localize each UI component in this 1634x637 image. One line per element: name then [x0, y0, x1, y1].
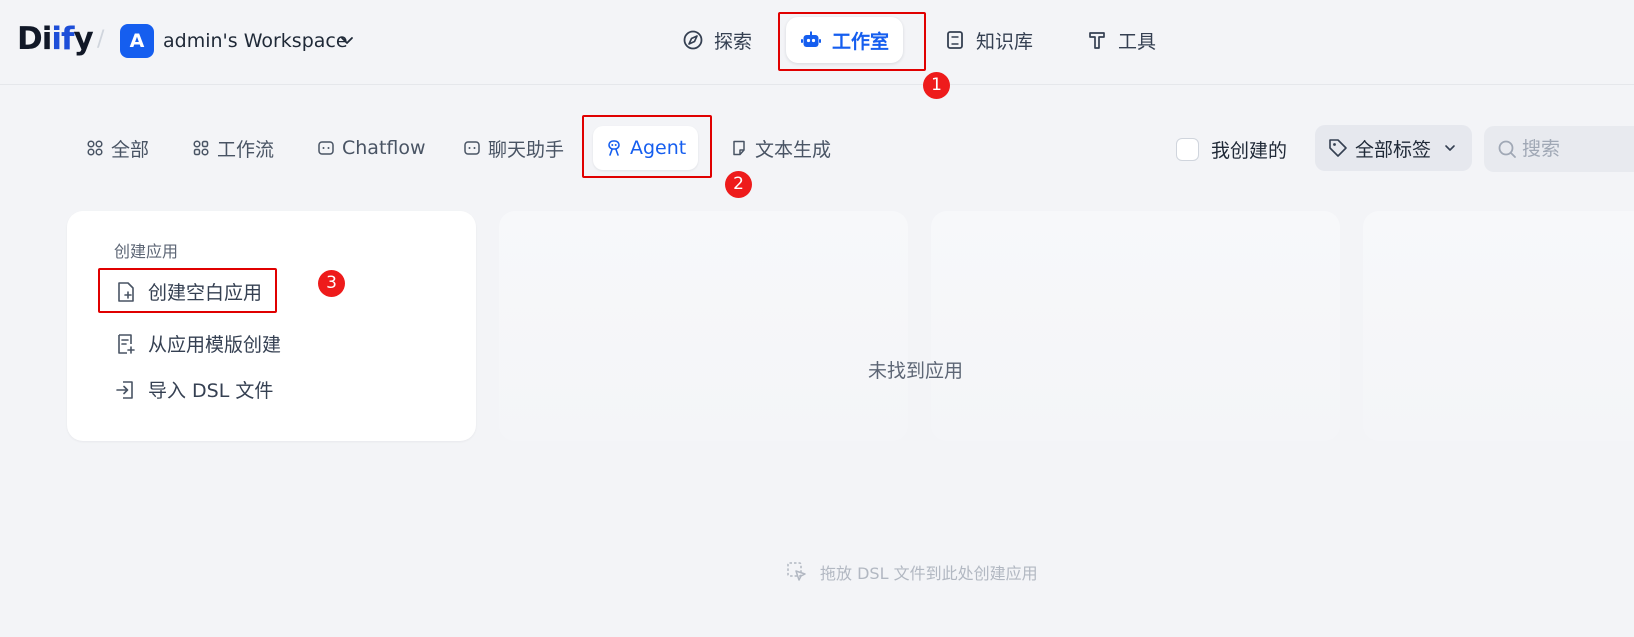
tab-all[interactable]: 全部: [74, 126, 161, 170]
tab-agent[interactable]: Agent: [593, 126, 699, 170]
grid-icon: [87, 140, 103, 156]
nav-tools[interactable]: 工具: [1072, 17, 1170, 63]
workspace-avatar[interactable]: A: [120, 24, 154, 58]
nav-tools-label: 工具: [1118, 30, 1157, 53]
tab-agent-label: Agent: [630, 137, 687, 159]
search-box[interactable]: [1484, 126, 1634, 172]
drag-drop-icon: [787, 562, 806, 581]
create-from-template-button[interactable]: 从应用模版创建: [114, 330, 281, 357]
compass-icon: [683, 30, 703, 50]
tab-chatflow[interactable]: Chatflow: [305, 126, 438, 170]
tab-workflow[interactable]: 工作流: [180, 126, 286, 170]
nav-knowledge-label: 知识库: [976, 30, 1034, 53]
created-by-me-filter[interactable]: 我创建的: [1176, 136, 1287, 163]
empty-state-text: 未找到应用: [868, 360, 964, 382]
create-blank-app-label: 创建空白应用: [148, 282, 263, 304]
placeholder-card: [931, 211, 1340, 441]
tab-chat-assistant[interactable]: 聊天助手: [451, 126, 576, 170]
dify-logo[interactable]: Diify: [17, 19, 94, 59]
book-icon: [947, 31, 963, 49]
workflow-icon: [193, 140, 209, 156]
callout-box-3: [98, 268, 277, 313]
tag-filter-label: 全部标签: [1355, 138, 1432, 161]
nav-knowledge[interactable]: 知识库: [930, 17, 1047, 63]
nav-explore[interactable]: 探索: [668, 17, 766, 63]
chevron-down-icon: [1445, 145, 1455, 151]
hammer-icon: [1089, 32, 1105, 49]
dsl-drop-hint: 拖放 DSL 文件到此处创建应用: [786, 560, 1038, 584]
file-plus-icon: [118, 281, 134, 302]
agent-icon: [608, 140, 620, 156]
create-from-template-label: 从应用模版创建: [148, 334, 282, 356]
create-blank-app-button[interactable]: 创建空白应用: [114, 278, 262, 305]
tab-workflow-label: 工作流: [217, 138, 275, 161]
tab-chat-assistant-label: 聊天助手: [488, 138, 565, 161]
search-icon: [1498, 140, 1516, 158]
import-dsl-button[interactable]: 导入 DSL 文件: [114, 376, 273, 403]
create-app-title: 创建应用: [114, 242, 179, 261]
workspace-name[interactable]: admin's Workspace: [163, 30, 348, 52]
placeholder-card: [499, 211, 908, 441]
callout-box-1: [778, 12, 926, 71]
chat-bubble-icon: [464, 141, 480, 155]
tab-text-generation-label: 文本生成: [755, 138, 832, 161]
logo-text-accent: if: [51, 21, 74, 57]
search-input[interactable]: [1522, 138, 1632, 160]
callout-badge-1: 1: [923, 72, 950, 99]
document-icon: [733, 140, 745, 156]
callout-badge-2: 2: [725, 171, 752, 198]
chat-bubble-icon: [318, 141, 334, 155]
logo-text-end: y: [73, 21, 93, 57]
callout-box-2: [582, 115, 712, 178]
placeholder-card: [1363, 211, 1634, 441]
import-dsl-label: 导入 DSL 文件: [148, 380, 274, 402]
nav-studio-label: 工作室: [832, 30, 890, 53]
tab-chatflow-label: Chatflow: [342, 137, 426, 159]
nav-explore-label: 探索: [714, 30, 753, 53]
tab-text-generation[interactable]: 文本生成: [718, 126, 843, 170]
nav-studio[interactable]: 工作室: [786, 17, 904, 63]
tag-icon: [1329, 139, 1347, 157]
created-by-me-label: 我创建的: [1211, 140, 1288, 162]
robot-icon: [801, 31, 821, 47]
import-icon: [116, 380, 133, 399]
callout-badge-3: 3: [318, 270, 345, 297]
chevron-down-icon[interactable]: [339, 32, 355, 48]
header-divider: /: [97, 27, 105, 52]
template-file-icon: [118, 333, 135, 354]
logo-text-main: Di: [17, 21, 52, 57]
tag-filter-select[interactable]: 全部标签: [1315, 125, 1472, 171]
dsl-drop-hint-label: 拖放 DSL 文件到此处创建应用: [820, 564, 1038, 583]
create-app-card: 创建应用 创建空白应用 从应用模版创建 导入 DSL 文件: [67, 211, 476, 441]
tab-all-label: 全部: [111, 138, 150, 161]
created-by-me-checkbox[interactable]: [1176, 138, 1199, 161]
